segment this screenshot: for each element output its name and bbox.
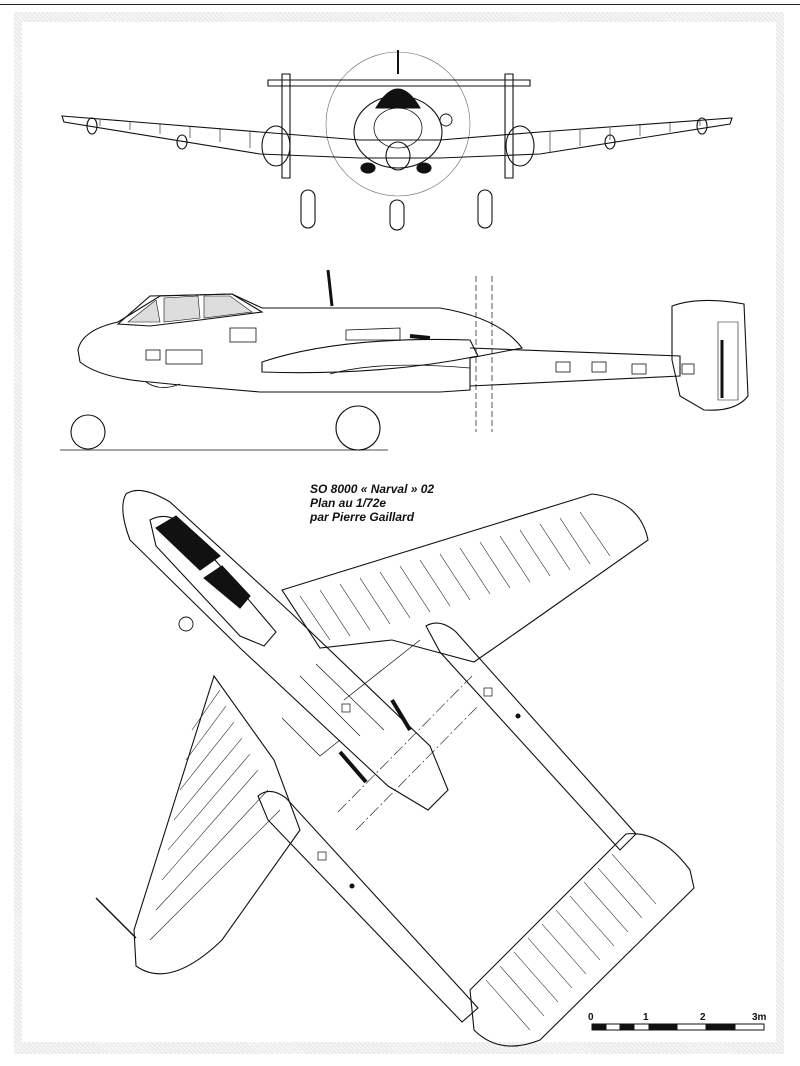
front-view (61, 50, 733, 231)
plan-view (95, 489, 695, 1047)
front-canopy (375, 88, 421, 109)
front-gear-nose (389, 199, 405, 231)
side-view (60, 269, 749, 451)
front-tailplane (267, 79, 531, 87)
front-gear-right (477, 189, 493, 229)
caption-author: par Pierre Gaillard (310, 510, 415, 524)
side-fin (671, 299, 749, 411)
side-propeller-plane (475, 276, 493, 432)
side-fuselage (77, 293, 523, 393)
front-boom-right (505, 125, 535, 167)
drawing-panel (22, 22, 776, 1042)
front-fin-right (504, 73, 514, 179)
side-nacelle (261, 338, 479, 374)
front-fin-left (281, 73, 291, 179)
side-wheel-nose (70, 414, 106, 450)
side-antenna (326, 269, 334, 307)
front-wing (61, 115, 733, 159)
side-canopy (116, 293, 264, 327)
plan-tailplane (469, 833, 695, 1047)
plan-boom-right (425, 622, 637, 851)
caption-scale: Plan au 1/72e (310, 496, 387, 510)
scale-label-3m: 3m (752, 1012, 767, 1023)
scale-label-2: 2 (700, 1012, 706, 1023)
caption-title: SO 8000 « Narval » 02 (310, 482, 435, 496)
plan-wing-lower (133, 674, 301, 975)
front-gear-left (300, 189, 316, 229)
scale-label-1: 1 (643, 1012, 649, 1023)
scale-label-0: 0 (588, 1012, 594, 1023)
side-tail-boom (469, 347, 681, 387)
top-rule (0, 0, 800, 10)
front-boom-left (261, 125, 291, 167)
scale-bar (591, 1023, 765, 1031)
drawing-caption: SO 8000 « Narval » 02 Plan au 1/72e par … (310, 482, 434, 524)
plan-probe (95, 897, 137, 939)
side-wheel-main (335, 405, 381, 451)
plan-fuselage (122, 489, 449, 811)
plan-wing-upper (281, 493, 649, 663)
plan-boom-left (257, 790, 479, 1023)
plan-centreline (337, 675, 473, 813)
